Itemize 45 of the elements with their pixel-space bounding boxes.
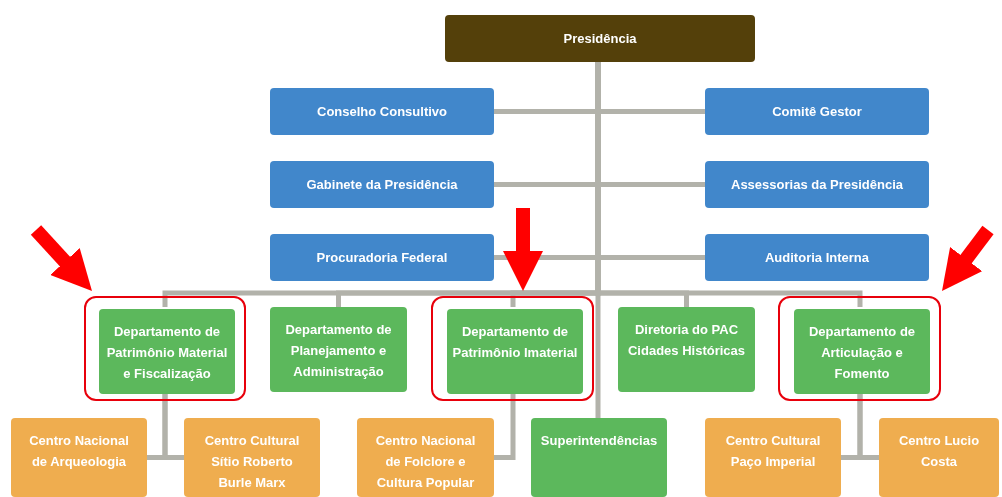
node-label: Departamento de Patrimônio Imaterial: [451, 323, 579, 362]
node-label: Departamento de Patrimônio Material e Fiscalização: [105, 323, 229, 383]
node-label: Centro Lucio Costa: [897, 432, 981, 471]
org-box: [705, 88, 929, 135]
node-label: Presidência: [563, 30, 637, 48]
node-label: Diretoria do PAC Cidades Históricas: [626, 321, 746, 360]
org-box: [99, 309, 235, 394]
node-label: Procuradoria Federal: [316, 249, 448, 267]
org-box: [447, 309, 583, 394]
org-box: [705, 418, 841, 497]
org-box: [445, 15, 755, 62]
org-box: [270, 88, 494, 135]
node-label: Superintendências: [540, 432, 658, 450]
node-label: Gabinete da Presidência: [306, 176, 458, 194]
node-label: Centro Nacional de Arqueologia: [28, 432, 130, 471]
node-label: Centro Cultural Paço Imperial: [724, 432, 822, 471]
org-box: [531, 418, 667, 497]
connector-line: [857, 392, 879, 460]
pointer-arrow: [503, 208, 543, 291]
org-box: [705, 161, 929, 208]
node-label: Conselho Consultivo: [317, 103, 447, 121]
node-label: Centro Cultural Sítio Roberto Burle Marx: [203, 432, 301, 492]
highlight-frame: [778, 296, 941, 401]
node-label: Centro Nacional de Folclore e Cultura Popular: [374, 432, 477, 492]
org-box: [879, 418, 999, 497]
org-box: [357, 418, 494, 497]
pointer-arrow: [942, 225, 994, 291]
connector-line: [494, 392, 516, 460]
node-label: Assessorias da Presidência: [731, 176, 903, 194]
org-box: [270, 234, 494, 281]
highlight-frame: [84, 296, 246, 401]
org-box: [794, 309, 930, 394]
node-label: Auditoria Interna: [765, 249, 869, 267]
connector-line: [162, 392, 184, 460]
node-label: Departamento de Planejamento e Administração: [284, 321, 393, 381]
org-box: [11, 418, 147, 497]
org-box: [270, 307, 407, 392]
pointer-arrow: [30, 225, 92, 291]
org-box: [184, 418, 320, 497]
org-box: [270, 161, 494, 208]
node-label: Comitê Gestor: [772, 103, 862, 121]
org-box: [705, 234, 929, 281]
node-label: Departamento de Articulação e Fomento: [807, 323, 917, 383]
highlight-frame: [431, 296, 594, 401]
org-box: [618, 307, 755, 392]
